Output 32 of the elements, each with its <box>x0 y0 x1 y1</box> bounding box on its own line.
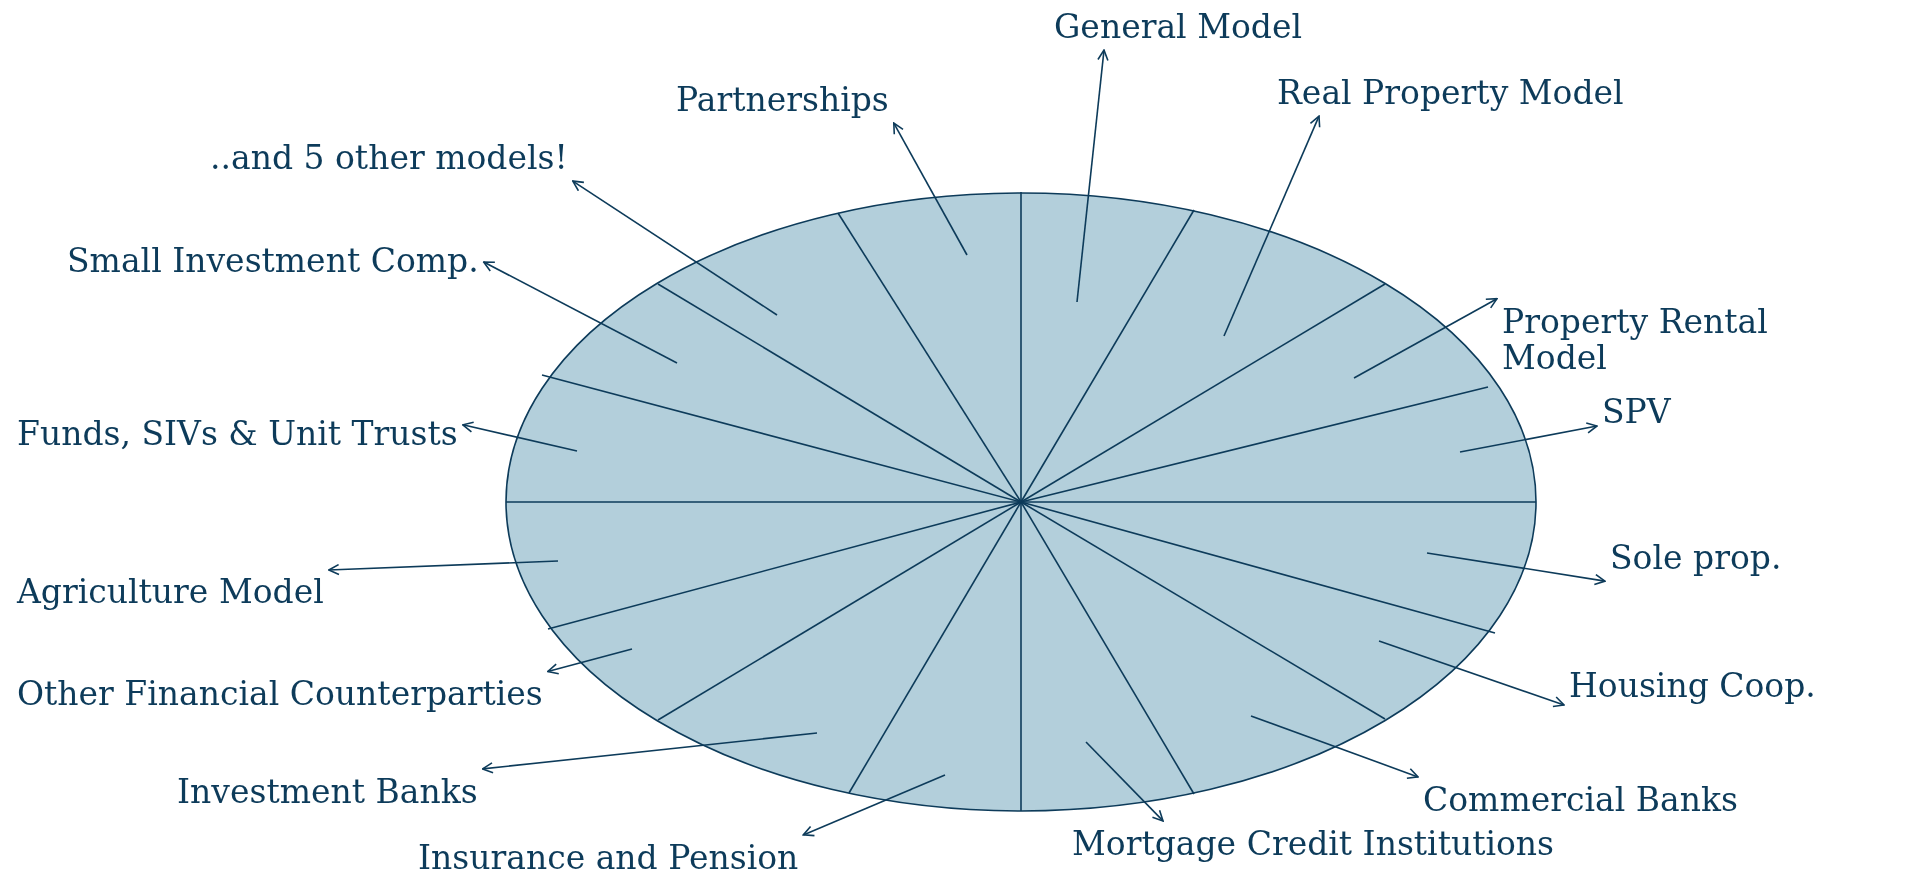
arrow <box>572 180 778 316</box>
arrow <box>1223 115 1321 337</box>
category-label: Real Property Model <box>1277 74 1624 112</box>
arrow <box>802 774 946 837</box>
category-label: General Model <box>1054 8 1303 46</box>
arrow <box>481 732 818 774</box>
category-label: Sole prop. <box>1610 539 1782 577</box>
arrow <box>1085 741 1164 822</box>
category-label: Agriculture Model <box>17 573 324 611</box>
category-label: Insurance and Pension <box>418 839 799 877</box>
category-label: Investment Banks <box>177 773 478 811</box>
arrow <box>482 261 678 364</box>
category-label: SPV <box>1602 393 1671 431</box>
category-label: Mortgage Credit Institutions <box>1072 825 1555 863</box>
arrow <box>1459 422 1598 453</box>
arrow <box>1250 715 1419 779</box>
arrow <box>328 560 559 576</box>
arrow <box>1426 552 1606 586</box>
arrow <box>1378 640 1565 708</box>
arrow <box>893 122 968 256</box>
category-label: Small Investment Comp. <box>67 242 479 280</box>
arrow <box>1353 297 1498 379</box>
category-label: ..and 5 other models! <box>210 139 568 177</box>
category-label: Commercial Banks <box>1423 781 1738 819</box>
category-label: Other Financial Counterparties <box>17 675 543 713</box>
category-label: Property Rental Model <box>1502 303 1822 377</box>
category-label: Partnerships <box>676 81 889 119</box>
arrow <box>1076 49 1109 303</box>
arrow <box>547 648 633 675</box>
arrow <box>462 421 578 452</box>
category-label: Housing Coop. <box>1569 667 1816 705</box>
category-label: Funds, SIVs & Unit Trusts <box>17 415 458 453</box>
